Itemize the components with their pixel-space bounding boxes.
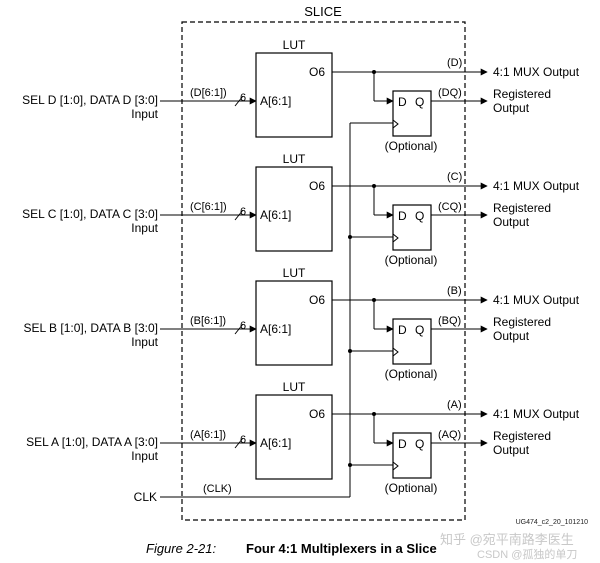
clk-junction-dot — [348, 349, 352, 353]
registered-output-label: Registered — [493, 429, 551, 443]
ff-q-port: Q — [415, 95, 424, 109]
optional-label: (Optional) — [385, 481, 438, 495]
lut-output-port: O6 — [309, 179, 325, 193]
ff-d-port: D — [398, 209, 407, 223]
registered-output-label: Registered — [493, 201, 551, 215]
bus-width-slash — [234, 95, 244, 107]
clock-triangle-icon — [392, 233, 399, 243]
input-word: Input — [131, 107, 158, 121]
slice-title: SLICE — [304, 4, 342, 19]
document-id: UG474_c2_20_101210 — [516, 519, 589, 526]
bus-label: (A[6:1]) — [190, 429, 226, 441]
optional-label: (Optional) — [385, 253, 438, 267]
ff-q-port: Q — [415, 323, 424, 337]
lut-block — [255, 394, 333, 480]
ff-d-port: D — [398, 323, 407, 337]
mux-row: SEL B [1:0], DATA B [3:0]Input (B[6:1]) 6 L… — [23, 266, 579, 381]
flip-flop — [392, 90, 432, 137]
lut-output-port: O6 — [309, 65, 325, 79]
ff-d-port: D — [398, 95, 407, 109]
mux-output-label: 4:1 MUX Output — [493, 65, 580, 79]
lut-title: LUT — [283, 152, 306, 166]
figure-title: Four 4:1 Multiplexers in a Slice — [246, 541, 437, 556]
clock-triangle-icon — [392, 461, 399, 471]
mux-row: SEL A [1:0], DATA A [3:0]Input (A[6:1]) 6 L… — [26, 380, 580, 495]
lut-input-port: A[6:1] — [260, 94, 291, 108]
input-word: Input — [131, 221, 158, 235]
bus-width: 6 — [240, 92, 246, 104]
ff-q-port: Q — [415, 437, 424, 451]
registered-output-label: Registered — [493, 315, 551, 329]
lut-title: LUT — [283, 38, 306, 52]
clk-junction-dot — [348, 463, 352, 467]
input-label: SEL B [1:0], DATA B [3:0] — [23, 321, 158, 335]
registered-output-label: Registered — [493, 87, 551, 101]
lut-block — [255, 280, 333, 366]
lut-title: LUT — [283, 380, 306, 394]
bus-label: (C[6:1]) — [190, 201, 227, 213]
watermark-csdn: CSDN @孤独的单刀 — [477, 547, 577, 561]
lut-title: LUT — [283, 266, 306, 280]
mux-net-label: (A) — [447, 399, 462, 411]
bus-width: 6 — [240, 206, 246, 218]
ff-d-port: D — [398, 437, 407, 451]
clk-junction-dot — [348, 235, 352, 239]
mux-row: SEL D [1:0], DATA D [3:0]Input (D[6:1]) 6 L… — [22, 38, 580, 153]
registered-net-label: (AQ) — [438, 429, 461, 441]
lut-input-port: A[6:1] — [260, 436, 291, 450]
optional-label: (Optional) — [385, 367, 438, 381]
ff-q-port: Q — [415, 209, 424, 223]
lut-input-port: A[6:1] — [260, 322, 291, 336]
mux-net-label: (D) — [447, 57, 462, 69]
registered-net-label: (DQ) — [438, 87, 462, 99]
bus-label: (D[6:1]) — [190, 87, 227, 99]
bus-width-slash — [234, 437, 244, 449]
lut-block — [255, 52, 333, 138]
flip-flop — [392, 432, 432, 479]
bus-label: (B[6:1]) — [190, 315, 226, 327]
slice-boundary — [181, 21, 466, 521]
input-label: SEL A [1:0], DATA A [3:0] — [26, 435, 158, 449]
lut-input-port: A[6:1] — [260, 208, 291, 222]
bus-width: 6 — [240, 320, 246, 332]
bus-width-slash — [234, 209, 244, 221]
lut-output-port: O6 — [309, 407, 325, 421]
mux-output-label: 4:1 MUX Output — [493, 179, 580, 193]
clock-triangle-icon — [392, 119, 399, 129]
watermark-zhihu: 知乎 @宛平南路李医生 — [440, 532, 574, 547]
mux-output-label: 4:1 MUX Output — [493, 293, 580, 307]
registered-net-label: (BQ) — [438, 315, 461, 327]
registered-output-label-2: Output — [493, 215, 530, 229]
registered-net-label: (CQ) — [438, 201, 462, 213]
flip-flop — [392, 318, 432, 365]
input-label: SEL D [1:0], DATA D [3:0] — [22, 93, 158, 107]
input-word: Input — [131, 335, 158, 349]
mux-output-label: 4:1 MUX Output — [493, 407, 580, 421]
lut-block — [255, 166, 333, 252]
lut-output-port: O6 — [309, 293, 325, 307]
clk-label: CLK — [134, 490, 157, 504]
input-word: Input — [131, 449, 158, 463]
mux-net-label: (B) — [447, 285, 462, 297]
mux-net-label: (C) — [447, 171, 462, 183]
registered-output-label-2: Output — [493, 443, 530, 457]
optional-label: (Optional) — [385, 139, 438, 153]
figure-number: Figure 2-21: — [146, 541, 216, 556]
registered-output-label-2: Output — [493, 101, 530, 115]
clock-triangle-icon — [392, 347, 399, 357]
flip-flop — [392, 204, 432, 251]
bus-width-slash — [234, 323, 244, 335]
clk-net-label: (CLK) — [203, 483, 232, 495]
bus-width: 6 — [240, 434, 246, 446]
mux-row: SEL C [1:0], DATA C [3:0]Input (C[6:1]) 6 L… — [22, 152, 580, 267]
registered-output-label-2: Output — [493, 329, 530, 343]
mux-rows: SEL D [1:0], DATA D [3:0]Input(D[6:1])6L… — [22, 38, 580, 495]
input-label: SEL C [1:0], DATA C [3:0] — [22, 207, 158, 221]
